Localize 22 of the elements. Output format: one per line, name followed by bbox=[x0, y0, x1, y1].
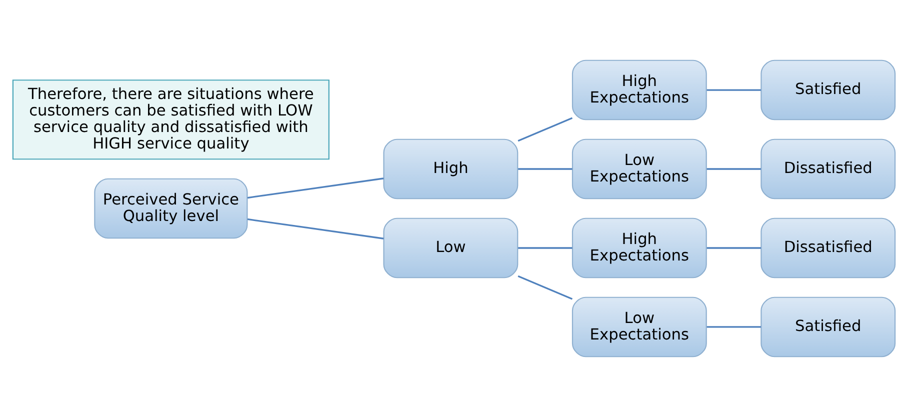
connector bbox=[518, 275, 573, 300]
connector bbox=[706, 326, 761, 328]
connector bbox=[706, 89, 761, 91]
node-box: Low bbox=[383, 218, 518, 278]
connector bbox=[706, 247, 761, 249]
connector bbox=[518, 247, 572, 249]
node-box: Satisfied bbox=[760, 296, 896, 358]
node-box: Satisfied bbox=[760, 60, 896, 120]
connector bbox=[518, 117, 573, 142]
node-box: Perceived Service Quality level bbox=[94, 178, 248, 239]
node-box: Dissatisfied bbox=[760, 218, 896, 278]
node-box: High Expectations bbox=[572, 60, 707, 120]
node-box: Low Expectations bbox=[572, 296, 707, 358]
connector bbox=[247, 178, 384, 199]
connector bbox=[518, 168, 572, 170]
node-box: Low Expectations bbox=[572, 138, 707, 200]
node-box: High bbox=[383, 138, 518, 200]
node-box: Dissatisfied bbox=[760, 138, 896, 200]
node-box: High Expectations bbox=[572, 218, 707, 278]
node-box: Therefore, there are situations where customers can be satisfied with LOW service quality and dissatisfied with HIGH service quality bbox=[12, 80, 330, 160]
connector bbox=[706, 168, 761, 170]
connector bbox=[247, 218, 384, 240]
